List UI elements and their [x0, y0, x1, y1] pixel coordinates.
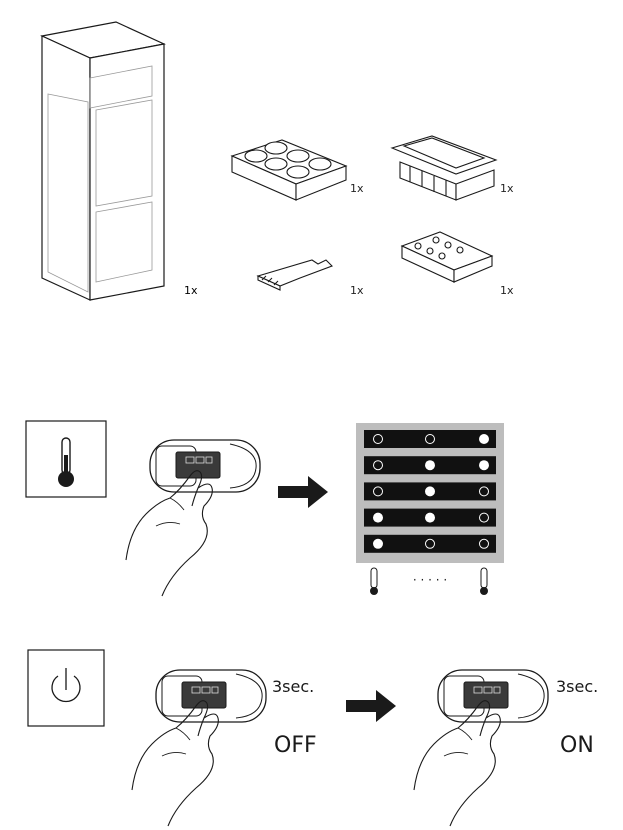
indicator-light-off	[425, 538, 435, 549]
ice-tray-quantity: 1x	[500, 182, 514, 195]
indicator-light-off	[479, 512, 489, 523]
bracket-illustration	[256, 259, 333, 291]
power-on-panel-hand	[413, 669, 549, 827]
on-label: ON	[560, 733, 594, 758]
arrow-right-icon	[346, 690, 396, 722]
power-off-panel-hand	[131, 669, 267, 827]
indicator-light-off	[479, 538, 489, 549]
scale-dots: · · · · ·	[413, 573, 447, 587]
egg-tray-quantity: 1x	[350, 182, 364, 195]
off-label: OFF	[274, 733, 317, 758]
fridge-quantity: 1x	[184, 284, 198, 297]
indicator-light-on	[479, 460, 489, 471]
indicator-light-on	[373, 538, 383, 549]
indicator-light-off	[479, 486, 489, 497]
thermometer-warm-icon	[480, 567, 488, 595]
arrow-right-icon	[278, 476, 328, 508]
indicator-light-off	[425, 434, 435, 444]
indicator-row	[364, 534, 496, 553]
temperature-indicator-panel	[356, 423, 504, 563]
indicator-light-on	[425, 486, 435, 497]
temperature-scale: · · · · ·	[370, 567, 488, 595]
thermometer-cold-icon	[370, 567, 378, 595]
power-icon	[51, 668, 81, 703]
shelf-holder-illustration	[400, 231, 494, 283]
bracket-quantity: 1x	[350, 284, 364, 297]
indicator-light-on	[373, 512, 383, 523]
egg-tray-illustration	[230, 139, 348, 201]
indicator-light-off	[373, 460, 383, 471]
indicator-light-on	[425, 460, 435, 471]
indicator-light-off	[373, 486, 383, 497]
indicator-light-on	[425, 512, 435, 523]
temperature-icon-box	[25, 420, 107, 498]
off-duration: 3sec.	[272, 677, 314, 696]
shelf-holder-quantity: 1x	[500, 284, 514, 297]
temperature-panel-hand	[125, 439, 261, 597]
ice-tray-illustration	[390, 135, 498, 201]
indicator-row	[364, 430, 496, 448]
indicator-light-off	[373, 434, 383, 444]
on-duration: 3sec.	[556, 677, 598, 696]
fridge-illustration	[40, 21, 166, 301]
thermometer-icon	[58, 437, 74, 487]
power-icon-box	[27, 649, 105, 727]
indicator-light-on	[479, 434, 489, 444]
